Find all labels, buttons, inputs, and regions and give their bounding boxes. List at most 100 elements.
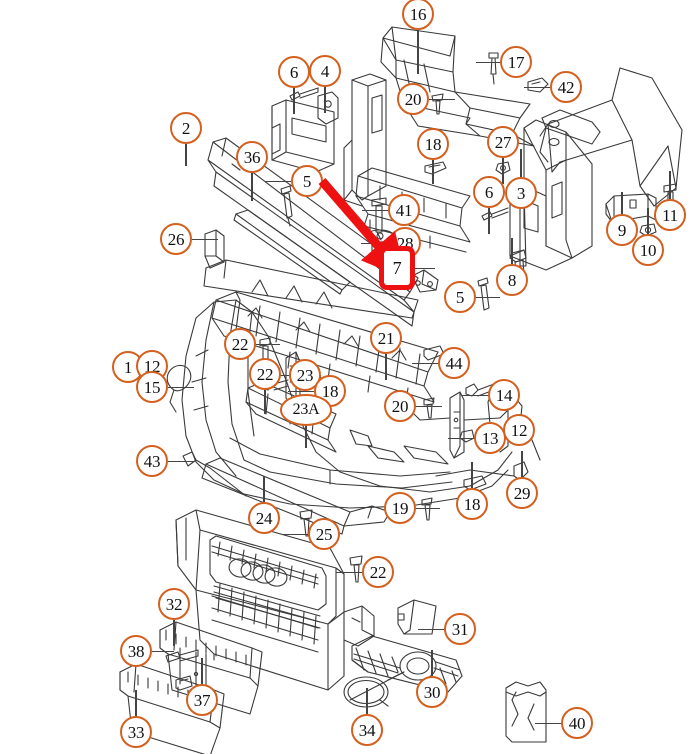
callout-6[interactable]: 6 [473, 176, 505, 208]
callout-leader-line [476, 296, 500, 298]
callout-leader-line [621, 192, 623, 214]
callout-5[interactable]: 5 [291, 165, 323, 197]
callout-leader-line [192, 238, 218, 240]
part-fog-grille-30 [351, 635, 463, 693]
callout-2[interactable]: 2 [170, 112, 202, 144]
callout-16[interactable]: 16 [402, 0, 434, 30]
part-bumper-cover [166, 299, 541, 509]
callout-22[interactable]: 22 [224, 328, 256, 360]
callout-44[interactable]: 44 [438, 347, 470, 379]
callout-leader-line [263, 476, 265, 502]
fastener-5a [280, 185, 293, 227]
callout-leader-line [462, 394, 488, 396]
part-lower-bar [203, 259, 419, 319]
callout-leader-line [520, 149, 522, 177]
callout-20[interactable]: 20 [384, 390, 416, 422]
callout-11[interactable]: 11 [654, 199, 686, 231]
callout-4[interactable]: 4 [309, 55, 341, 87]
part-cap-31 [397, 599, 437, 635]
callout-leader-line [524, 86, 550, 88]
fastener-18a [424, 161, 447, 175]
callout-leader-line [511, 238, 513, 264]
callout-25[interactable]: 25 [308, 518, 340, 550]
fastener-6a [289, 87, 319, 101]
callout-14[interactable]: 14 [488, 379, 520, 411]
callout-5[interactable]: 5 [444, 281, 476, 313]
callout-leader-line [201, 658, 203, 684]
callout-22[interactable]: 22 [362, 556, 394, 588]
callout-38[interactable]: 38 [120, 635, 152, 667]
callout-33[interactable]: 33 [120, 716, 152, 748]
callout-leader-line [135, 690, 137, 716]
callout-41[interactable]: 41 [388, 194, 420, 226]
callout-21[interactable]: 21 [370, 322, 402, 354]
part-fender-panel [539, 67, 683, 207]
callout-leader-line [324, 87, 326, 113]
part-reinforcement-36 [233, 209, 351, 295]
callout-31[interactable]: 31 [444, 613, 476, 645]
callout-leader-line [488, 208, 490, 234]
callout-leader-line [429, 98, 455, 100]
fastener-17 [488, 52, 499, 85]
fastener-20b [423, 397, 435, 419]
fastener-44 [423, 345, 445, 361]
callout-30[interactable]: 30 [416, 676, 448, 708]
part-hinge-arm [539, 109, 601, 163]
callout-26[interactable]: 26 [160, 223, 192, 255]
callout-32[interactable]: 32 [158, 588, 190, 620]
fastener-19 [421, 497, 433, 521]
callout-15[interactable]: 15 [136, 371, 168, 403]
callout-19[interactable]: 19 [384, 492, 416, 524]
callout-9[interactable]: 9 [606, 214, 638, 246]
callout-3[interactable]: 3 [505, 177, 537, 209]
callout-20[interactable]: 20 [397, 83, 429, 115]
callout-leader-line [152, 650, 174, 652]
callout-43[interactable]: 43 [136, 445, 168, 477]
callout-29[interactable]: 29 [506, 477, 538, 509]
part-ring-34 [343, 671, 405, 708]
part-bracket-4 [271, 91, 339, 173]
callout-6[interactable]: 6 [278, 56, 310, 88]
callout-23a[interactable]: 23A [280, 394, 332, 426]
callout-18[interactable]: 18 [456, 488, 488, 520]
fastener-13 [459, 429, 475, 443]
callout-7-highlighted[interactable]: 7 [384, 251, 410, 285]
callout-12[interactable]: 12 [503, 414, 535, 446]
callout-leader-line [265, 180, 291, 182]
callout-22[interactable]: 22 [249, 358, 281, 390]
callout-leader-line [669, 171, 671, 199]
callout-leader-line [264, 390, 266, 414]
callout-leader-line [282, 533, 308, 535]
callout-leader-line [293, 88, 295, 114]
callout-37[interactable]: 37 [186, 684, 218, 716]
callout-34[interactable]: 34 [351, 714, 383, 746]
callout-leader-line [431, 650, 433, 676]
callout-leader-line [385, 354, 387, 380]
callout-leader-line [305, 426, 307, 448]
callout-leader-line [168, 386, 194, 388]
part-main-grille [175, 509, 375, 691]
callout-leader-line [173, 620, 175, 646]
callout-42[interactable]: 42 [550, 71, 582, 103]
fastener-42 [527, 77, 549, 93]
fastener-5b [477, 277, 490, 311]
part-clip-43 [182, 451, 247, 497]
callout-36[interactable]: 36 [236, 141, 268, 173]
callout-leader-line [361, 242, 389, 244]
callout-leader-line [366, 688, 368, 714]
part-clip-29 [435, 461, 529, 481]
fastener-22c [349, 555, 363, 583]
callout-40[interactable]: 40 [561, 707, 593, 739]
callout-13[interactable]: 13 [474, 422, 506, 454]
callout-leader-line [185, 144, 187, 166]
callout-8[interactable]: 8 [496, 264, 528, 296]
part-bag-40 [505, 681, 547, 743]
callout-27[interactable]: 27 [487, 126, 519, 158]
callout-leader-line [251, 173, 253, 201]
callout-18[interactable]: 18 [417, 128, 449, 160]
callout-17[interactable]: 17 [500, 46, 532, 78]
callout-24[interactable]: 24 [248, 502, 280, 534]
callout-10[interactable]: 10 [632, 234, 664, 266]
